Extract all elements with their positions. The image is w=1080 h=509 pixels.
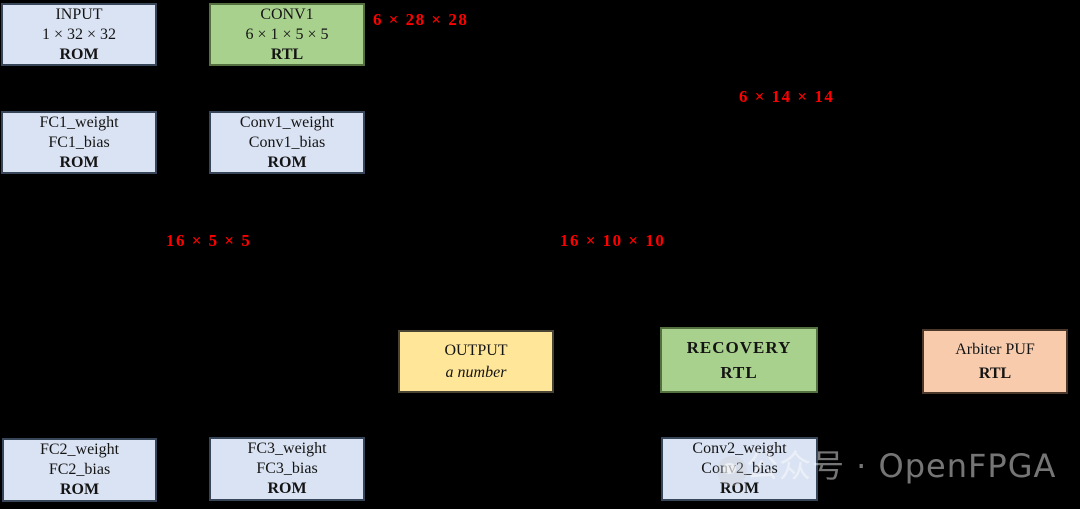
arbiter-puf-rtl-box: Arbiter PUF RTL	[922, 329, 1068, 394]
dim-label-conv2-kernel: 16 × 5 × 5	[166, 231, 252, 250]
box-dims: 1 × 32 × 32	[41, 25, 117, 43]
box-line2: FC2_bias	[48, 461, 111, 478]
box-line1: Conv2_weight	[692, 440, 787, 457]
input-rom-box: INPUT 1 × 32 × 32 ROM	[1, 3, 157, 66]
box-title: Arbiter PUF	[955, 341, 1035, 358]
output-box: OUTPUT a number	[398, 330, 554, 393]
box-line2: Conv2_bias	[701, 460, 778, 477]
box-line1: Conv1_weight	[239, 113, 335, 131]
box-subtitle: a number	[445, 364, 507, 381]
box-impl: ROM	[267, 153, 307, 171]
box-title: RECOVERY	[686, 338, 792, 357]
box-line1: FC1_weight	[39, 113, 119, 131]
box-line2: Conv1_bias	[248, 133, 326, 151]
box-impl: RTL	[270, 45, 304, 63]
dim-label-conv1-output: 6 × 28 × 28	[373, 10, 469, 29]
box-impl: RTL	[978, 365, 1012, 382]
fc3-weights-rom-box: FC3_weight FC3_bias ROM	[209, 437, 365, 501]
box-line2: FC3_bias	[256, 460, 318, 477]
conv1-rtl-box: CONV1 6 × 1 × 5 × 5 RTL	[209, 3, 365, 66]
box-impl: ROM	[59, 481, 100, 498]
box-impl: ROM	[267, 480, 307, 497]
fc1-weights-rom-box: FC1_weight FC1_bias ROM	[1, 111, 157, 174]
box-line1: FC2_weight	[39, 441, 120, 458]
watermark-text: 公众号 · OpenFPGA	[746, 447, 1057, 485]
box-impl: ROM	[719, 480, 760, 497]
box-title: CONV1	[260, 5, 314, 23]
box-impl: ROM	[59, 153, 99, 171]
watermark-logo-icon	[717, 456, 747, 486]
fc2-weights-rom-box: FC2_weight FC2_bias ROM	[2, 438, 157, 502]
box-title: OUTPUT	[444, 342, 508, 359]
conv1-weights-rom-box: Conv1_weight Conv1_bias ROM	[209, 111, 365, 174]
dim-label-pool1-output: 6 × 14 × 14	[739, 87, 835, 106]
box-line2: FC1_bias	[48, 133, 110, 151]
conv2-weights-rom-box: Conv2_weight Conv2_bias ROM	[661, 437, 818, 501]
box-line1: FC3_weight	[247, 440, 327, 457]
dim-label-conv2-output: 16 × 10 × 10	[560, 231, 666, 250]
box-dims: 6 × 1 × 5 × 5	[245, 25, 329, 43]
box-impl: ROM	[59, 45, 99, 63]
box-title: INPUT	[55, 5, 103, 23]
recovery-rtl-box: RECOVERY RTL	[660, 327, 818, 393]
box-impl: RTL	[720, 363, 758, 382]
